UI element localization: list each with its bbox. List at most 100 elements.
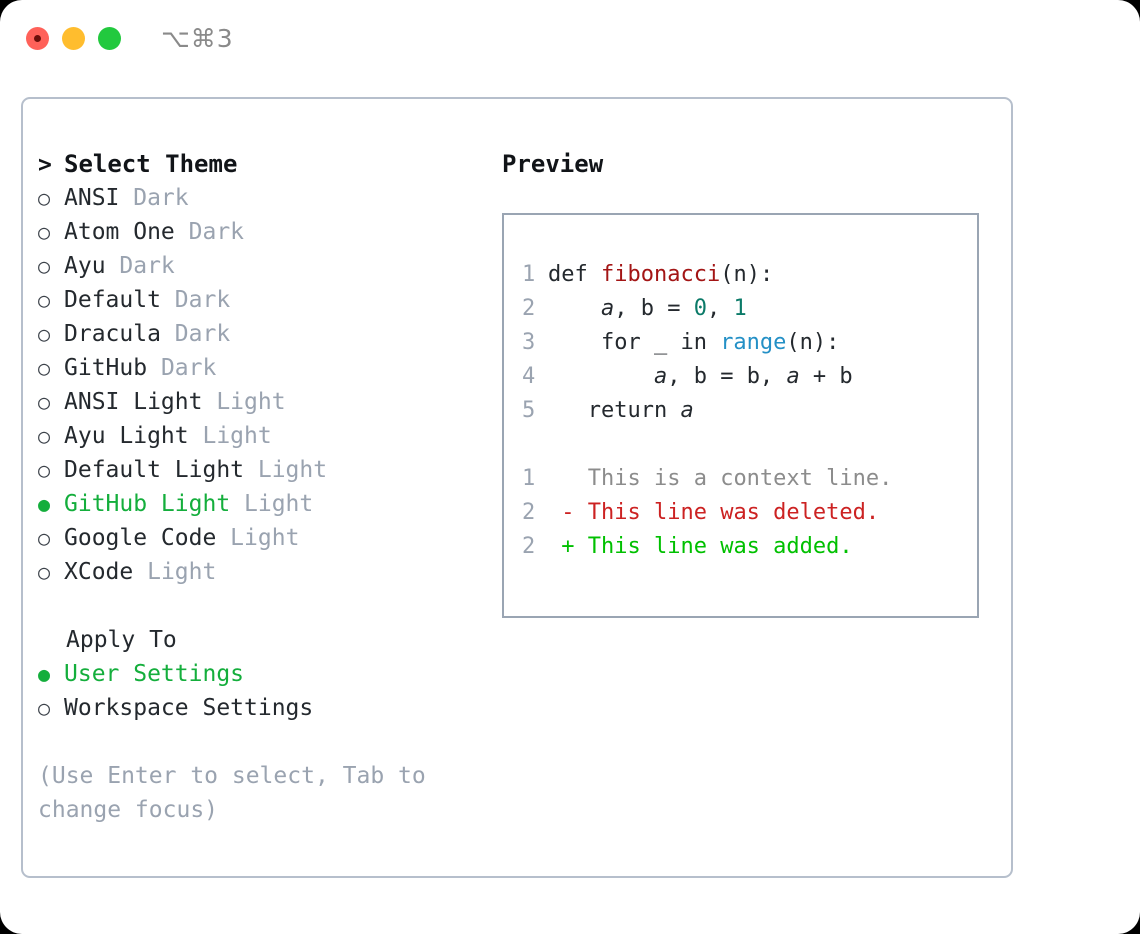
- page-title: Select Theme: [64, 150, 238, 178]
- apply-to-item-label: Workspace Settings: [64, 695, 314, 721]
- code-token: range: [720, 330, 787, 355]
- theme-item-github[interactable]: ○ GitHub Dark: [38, 351, 488, 385]
- diff-text: This line was added.: [574, 534, 853, 559]
- theme-item-label: Ayu Light: [64, 423, 189, 449]
- close-icon[interactable]: [26, 26, 49, 50]
- radio-unselected-icon[interactable]: ○: [38, 458, 51, 482]
- code-token: , b = b,: [667, 364, 787, 389]
- diff-text: This line was deleted.: [574, 500, 880, 525]
- theme-item-variant: Light: [202, 389, 286, 415]
- theme-list-header: > Select Theme: [38, 147, 488, 181]
- code-token: [548, 296, 601, 321]
- theme-item-variant: Light: [188, 423, 272, 449]
- shortcut-label: ⌥⌘3: [161, 23, 234, 53]
- apply-to-item-user-settings[interactable]: ●User Settings: [38, 657, 488, 691]
- diff-line-context: 1 This is a context line.: [522, 462, 977, 496]
- theme-item-github-light[interactable]: ●GitHub Light Light: [38, 487, 488, 521]
- theme-item-variant: Light: [133, 559, 217, 585]
- theme-item-label: Default Light: [64, 457, 245, 483]
- radio-unselected-icon[interactable]: ○: [38, 526, 51, 550]
- line-number: 1: [522, 466, 536, 491]
- theme-item-label: Ayu: [64, 253, 106, 279]
- theme-item-label: GitHub: [64, 355, 148, 381]
- radio-unselected-icon[interactable]: ○: [38, 220, 51, 244]
- main-panel: >Select Theme ○ANSI Dark○Atom One Dark○A…: [21, 97, 1013, 878]
- line-number: 1: [522, 262, 536, 287]
- radio-selected-icon[interactable]: ●: [38, 492, 51, 516]
- code-token: for _ in: [548, 330, 721, 355]
- radio-unselected-icon[interactable]: ○: [38, 186, 51, 210]
- theme-item-label: XCode: [64, 559, 134, 585]
- theme-item-dracula[interactable]: ○ Dracula Dark: [38, 317, 488, 351]
- radio-unselected-icon[interactable]: ○: [38, 390, 51, 414]
- theme-item-variant: Dark: [174, 219, 245, 245]
- maximize-icon[interactable]: [98, 26, 121, 50]
- radio-unselected-icon[interactable]: ○: [38, 696, 51, 720]
- theme-item-variant: Dark: [147, 355, 217, 381]
- theme-item-ayu[interactable]: ○Ayu Dark: [38, 249, 488, 283]
- theme-item-google-code[interactable]: ○ Google Code Light: [38, 521, 488, 555]
- radio-unselected-icon[interactable]: ○: [38, 356, 51, 380]
- code-token: b: [640, 296, 654, 321]
- code-token: return: [548, 398, 681, 423]
- preview-title: Preview: [502, 150, 604, 178]
- code-token: fibonacci: [600, 262, 721, 287]
- theme-item-default[interactable]: ○ Default Dark: [38, 283, 488, 317]
- code-token: 0: [693, 296, 707, 321]
- radio-selected-icon[interactable]: ●: [38, 662, 51, 686]
- theme-item-label: Google Code: [64, 525, 217, 551]
- diff-sample: 1 This is a context line.2 - This line w…: [522, 462, 977, 564]
- code-token: a: [786, 364, 800, 389]
- theme-item-variant: Light: [216, 525, 300, 551]
- code-token: a: [653, 364, 668, 389]
- code-token: a: [680, 398, 694, 423]
- code-token: ,: [614, 296, 641, 321]
- theme-item-label: ANSI Light: [64, 389, 203, 415]
- diff-sign: +: [548, 534, 575, 559]
- radio-unselected-icon[interactable]: ○: [38, 424, 51, 448]
- code-token: ,: [706, 296, 734, 321]
- line-number: 2: [522, 296, 536, 321]
- code-token: [548, 364, 654, 389]
- theme-item-atom-one[interactable]: ○Atom One Dark: [38, 215, 488, 249]
- radio-unselected-icon[interactable]: ○: [38, 322, 51, 346]
- traffic-lights: [26, 26, 121, 50]
- code-line: 5 return a: [522, 394, 977, 428]
- theme-item-label: ANSI: [64, 185, 120, 211]
- theme-item-ayu-light[interactable]: ○ Ayu Light Light: [38, 419, 488, 453]
- diff-text: This is a context line.: [574, 466, 893, 491]
- apply-to-item-workspace-settings[interactable]: ○ Workspace Settings: [38, 691, 488, 725]
- theme-item-default-light[interactable]: ○Default Light Light: [38, 453, 488, 487]
- code-line: 2 a, b = 0, 1: [522, 292, 977, 326]
- keyboard-hint: (Use Enter to select, Tab to change focu…: [38, 763, 426, 823]
- code-token: 1: [733, 296, 747, 321]
- radio-unselected-icon[interactable]: ○: [38, 288, 51, 312]
- diff-sign: [548, 466, 575, 491]
- theme-item-label: Default: [64, 287, 161, 313]
- radio-unselected-icon[interactable]: ○: [38, 560, 51, 584]
- line-number: 3: [522, 330, 536, 355]
- theme-item-ansi-light[interactable]: ○ ANSI Light Light: [38, 385, 488, 419]
- code-line: 4 a, b = b, a + b: [522, 360, 977, 394]
- theme-item-label: Dracula: [64, 321, 161, 347]
- prompt-arrow-icon: >: [38, 152, 52, 178]
- line-number: 4: [522, 364, 536, 389]
- line-number: 5: [522, 398, 536, 423]
- theme-list-column: >Select Theme ○ANSI Dark○Atom One Dark○A…: [38, 147, 488, 827]
- line-number: 2: [522, 534, 536, 559]
- theme-item-variant: Dark: [119, 185, 189, 211]
- line-number: 2: [522, 500, 536, 525]
- theme-list: ○ANSI Dark○Atom One Dark○Ayu Dark○Defaul…: [38, 181, 488, 589]
- minimize-icon[interactable]: [62, 26, 85, 50]
- radio-unselected-icon[interactable]: ○: [38, 254, 51, 278]
- code-line: 3 for _ in range(n):: [522, 326, 977, 360]
- theme-item-variant: Dark: [160, 287, 231, 313]
- theme-item-xcode[interactable]: ○ XCode Light: [38, 555, 488, 589]
- theme-item-ansi[interactable]: ○ ANSI Dark: [38, 181, 488, 215]
- theme-item-variant: Dark: [160, 321, 231, 347]
- apply-to-title: Apply To: [66, 627, 177, 653]
